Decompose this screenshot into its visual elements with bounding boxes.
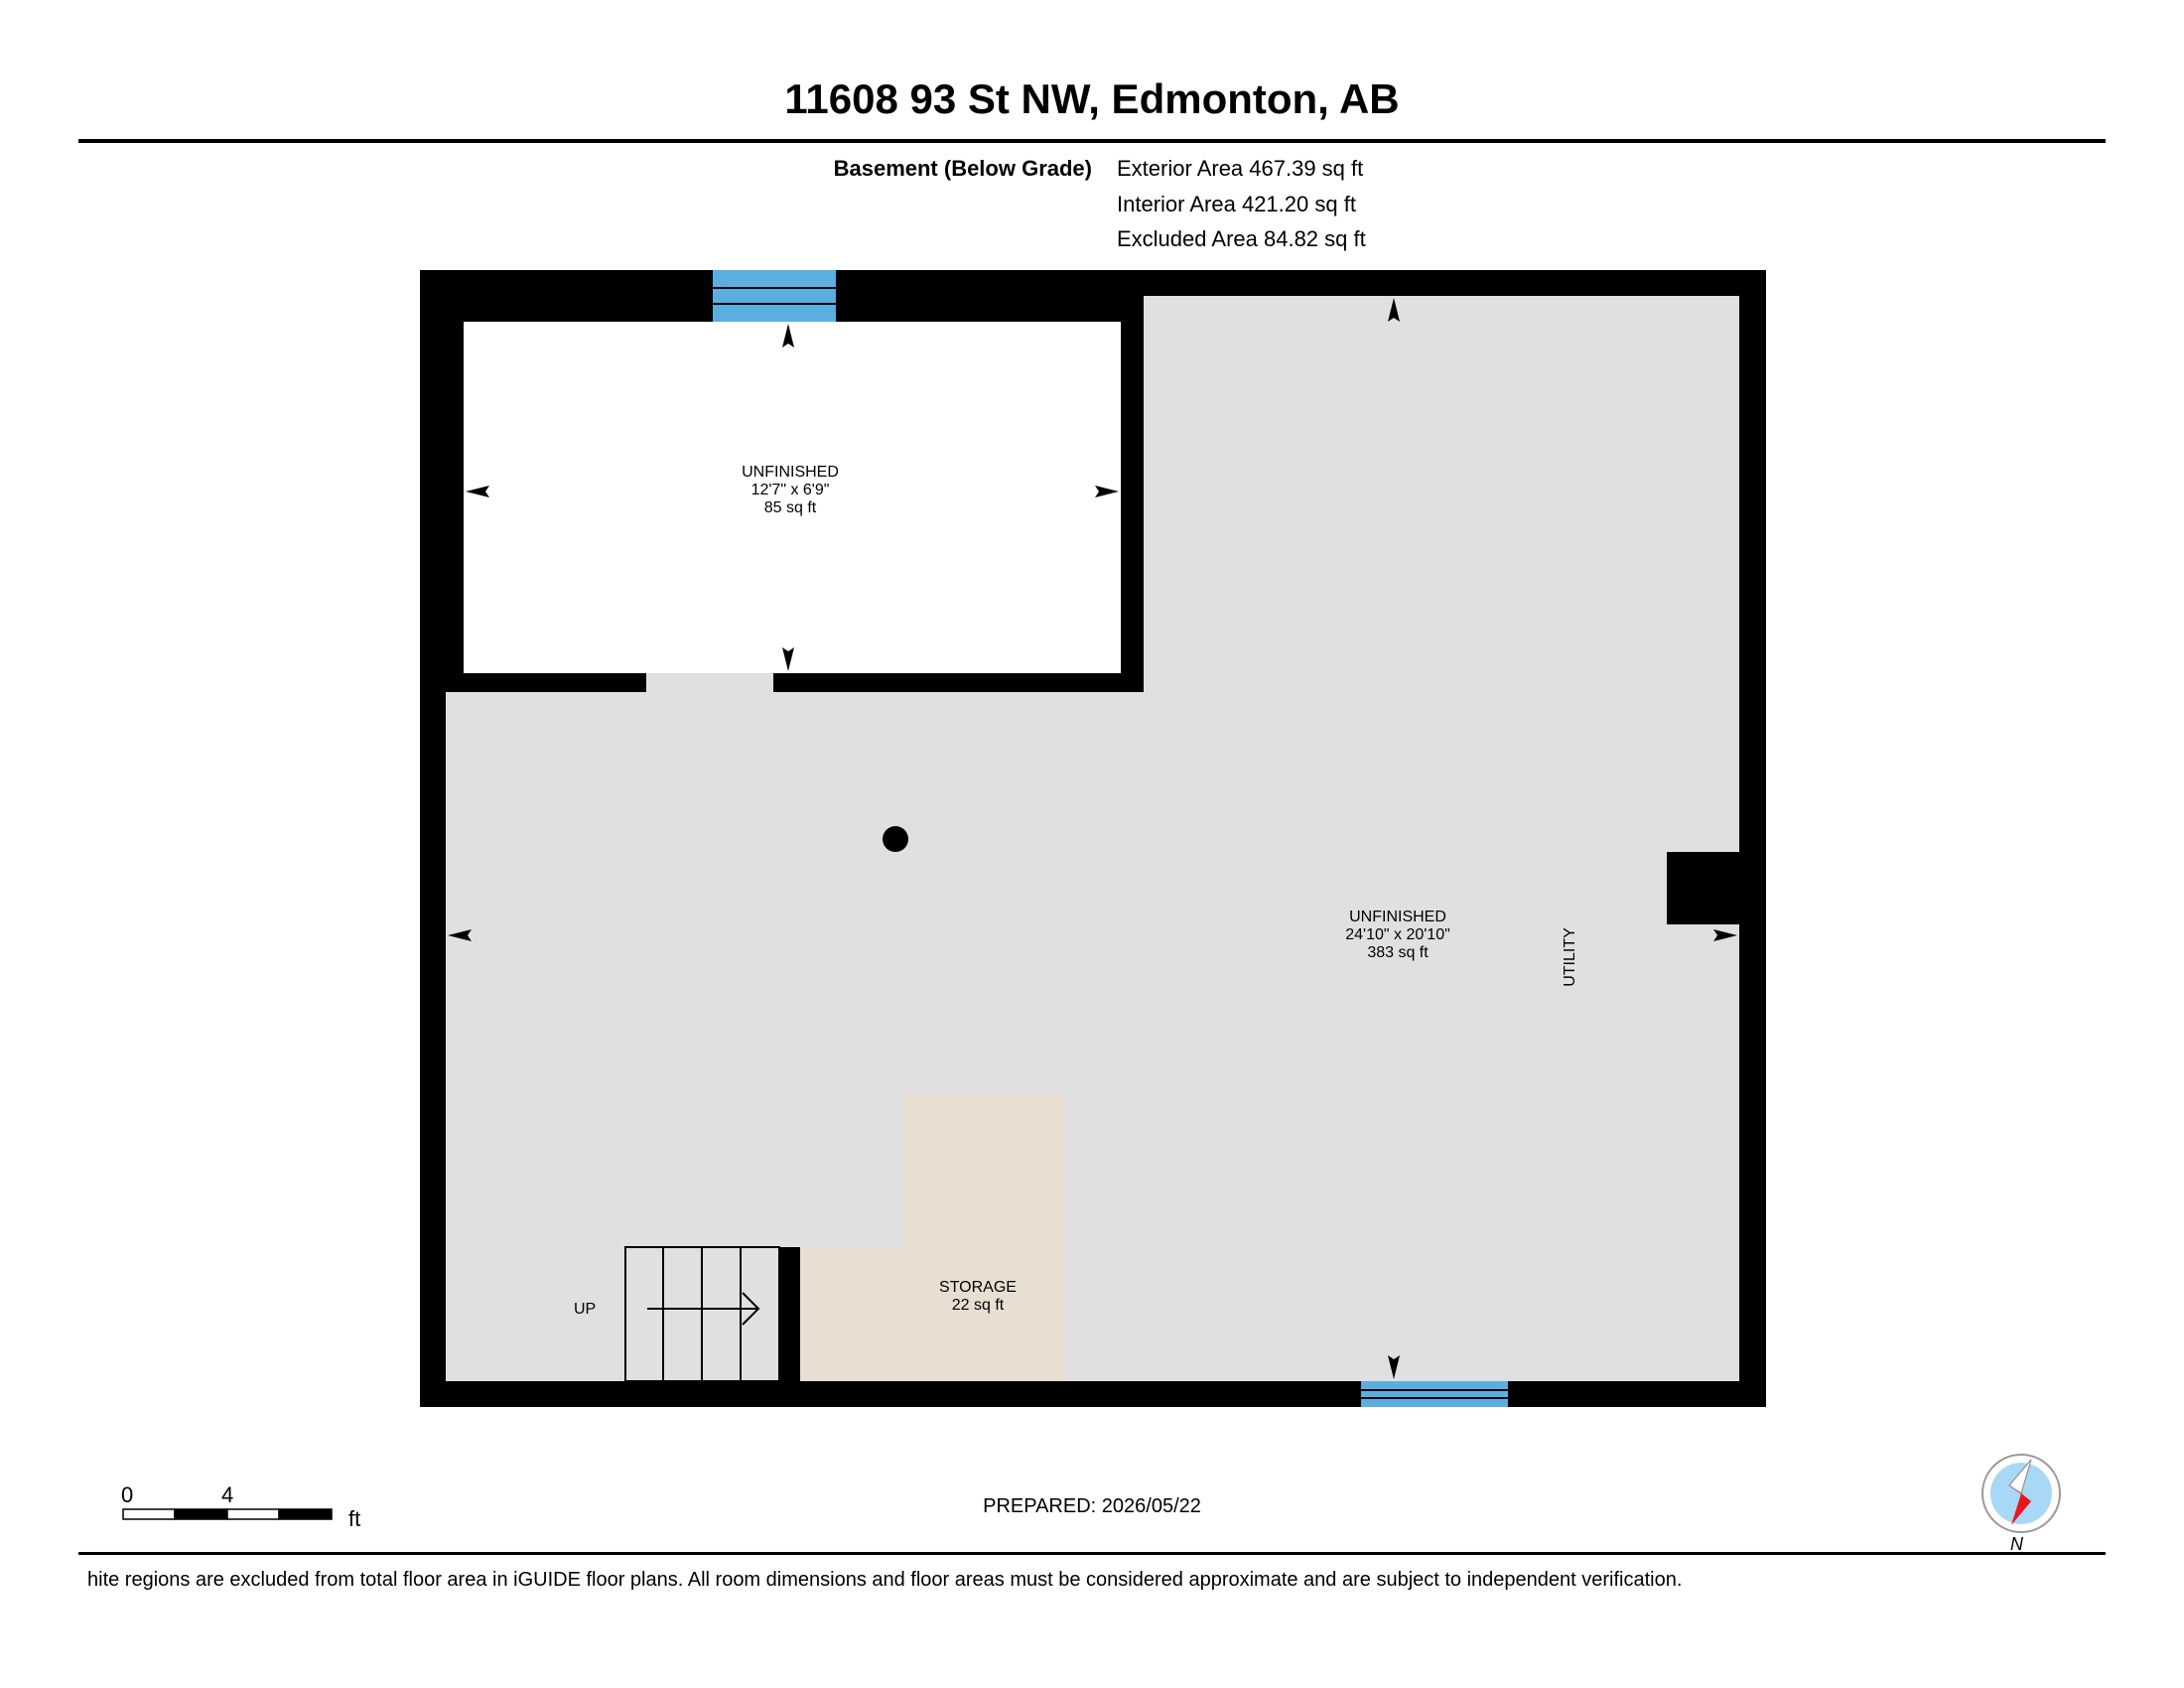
compass-icon	[1981, 1454, 2061, 1533]
scale-unit: ft	[348, 1506, 361, 1531]
title-divider	[78, 139, 2106, 143]
small-room-floor	[464, 322, 1121, 673]
support-column	[883, 826, 908, 852]
room-area: 383 sq ft	[1367, 944, 1429, 961]
page-title: 11608 93 St NW, Edmonton, AB	[784, 75, 1400, 122]
room-unfinished-main: UNFINISHED 24'10" x 20'10" 383 sq ft	[1298, 909, 1497, 962]
prepared-date: PREPARED: 2026/05/22	[983, 1495, 1201, 1517]
utility-block	[1667, 852, 1739, 924]
room-name: STORAGE	[939, 1279, 1017, 1296]
room-name: UNFINISHED	[742, 464, 839, 481]
room-dims: 24'10" x 20'10"	[1345, 926, 1450, 943]
utility-label: UTILITY	[1562, 927, 1578, 987]
window-top	[713, 270, 836, 322]
disclaimer: hite regions are excluded from total flo…	[87, 1569, 1683, 1591]
footer-divider	[78, 1552, 2106, 1555]
staircase	[624, 1246, 780, 1382]
stairs-label: UP	[574, 1301, 597, 1318]
stair-wall	[779, 1247, 800, 1381]
storage-floor	[800, 1094, 1064, 1381]
window-bottom	[1361, 1381, 1508, 1407]
doorway	[646, 673, 773, 692]
room-storage: STORAGE 22 sq ft	[879, 1279, 1077, 1315]
compass-label: N	[2010, 1534, 2023, 1554]
room-name: UNFINISHED	[1349, 909, 1446, 925]
dimension-arrows	[448, 298, 1737, 1379]
room-dims: 12'7" x 6'9"	[751, 482, 830, 498]
scale-label-2: 4	[221, 1482, 234, 1507]
scale-bar	[122, 1508, 333, 1520]
room-unfinished-small: UNFINISHED 12'7" x 6'9" 85 sq ft	[691, 464, 889, 517]
exterior-area: Exterior Area 467.39 sq ft	[1117, 156, 1364, 181]
excluded-area: Excluded Area 84.82 sq ft	[1117, 226, 1366, 251]
room-area: 85 sq ft	[763, 499, 817, 516]
floor-label: Basement (Below Grade)	[833, 156, 1092, 181]
room-area: 22 sq ft	[951, 1297, 1005, 1314]
interior-area: Interior Area 421.20 sq ft	[1117, 192, 1356, 216]
scale-label-0: 0	[121, 1482, 134, 1507]
main-room-floor	[446, 296, 1739, 1381]
